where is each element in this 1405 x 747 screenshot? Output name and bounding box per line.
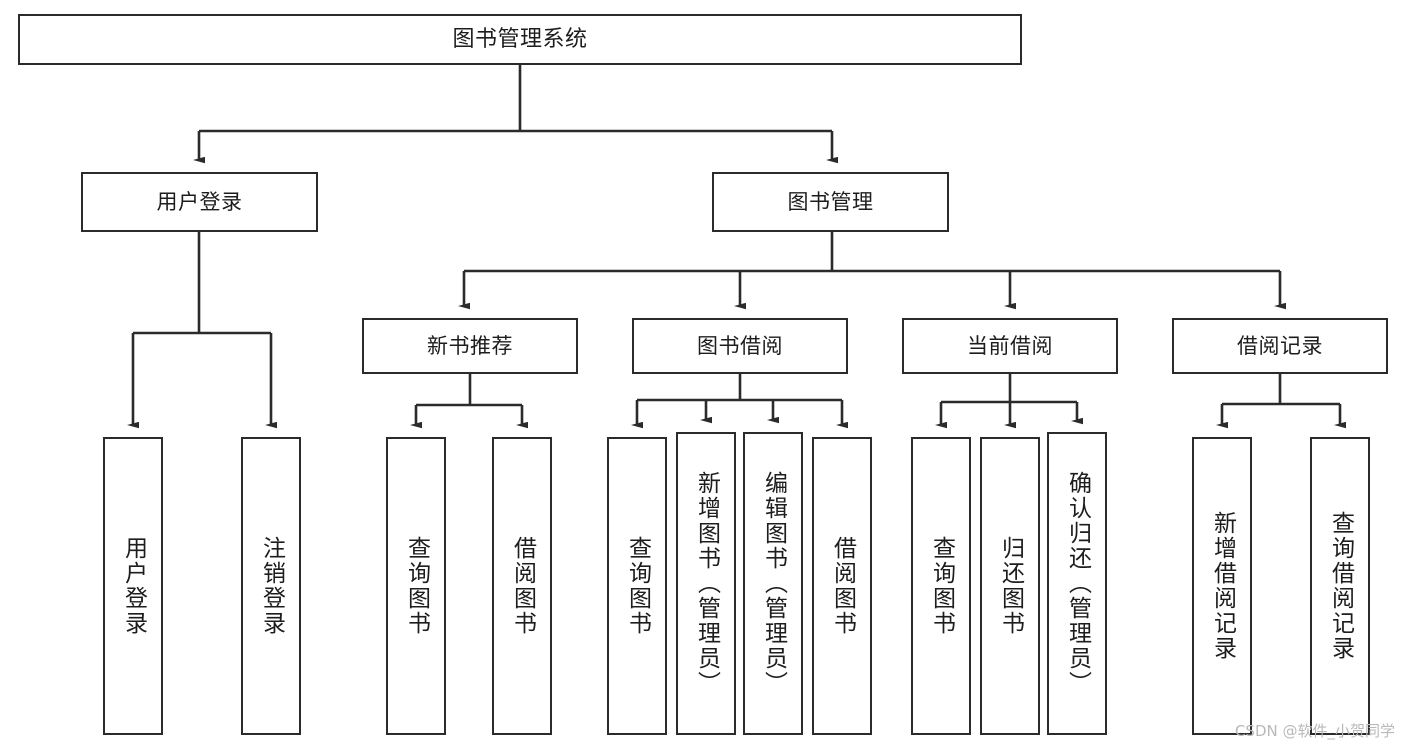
- node-label: 借阅记录: [1237, 333, 1323, 358]
- node-label: 查询图书: [928, 536, 955, 636]
- node-label: 确认归还（管理员）: [1064, 471, 1091, 696]
- node-book-manage[interactable]: 图书管理: [712, 172, 949, 232]
- node-leaf-query-record[interactable]: 查询借阅记录: [1310, 437, 1370, 735]
- node-label: 借阅图书: [829, 536, 856, 636]
- node-label: 借阅图书: [509, 536, 536, 636]
- node-label: 查询图书: [624, 536, 651, 636]
- node-leaf-logout-login[interactable]: 注销登录: [241, 437, 301, 735]
- node-leaf-edit-book[interactable]: 编辑图书（管理员）: [743, 432, 803, 735]
- node-label: 注销登录: [258, 536, 285, 636]
- node-label: 归还图书: [997, 536, 1024, 636]
- node-label: 用户登录: [120, 536, 147, 636]
- node-label: 图书管理: [787, 189, 874, 214]
- node-current-borrow[interactable]: 当前借阅: [902, 318, 1118, 374]
- node-leaf-add-book[interactable]: 新增图书（管理员）: [676, 432, 736, 735]
- node-leaf-query-book-3[interactable]: 查询图书: [911, 437, 971, 735]
- node-leaf-borrow-book-1[interactable]: 借阅图书: [492, 437, 552, 735]
- node-leaf-user-login[interactable]: 用户登录: [103, 437, 163, 735]
- node-label: 新增图书（管理员）: [693, 471, 720, 696]
- node-label: 当前借阅: [967, 333, 1053, 358]
- node-leaf-query-book-1[interactable]: 查询图书: [386, 437, 446, 735]
- node-new-book-rec[interactable]: 新书推荐: [362, 318, 578, 374]
- node-borrow-record[interactable]: 借阅记录: [1172, 318, 1388, 374]
- node-leaf-confirm-return[interactable]: 确认归还（管理员）: [1047, 432, 1107, 735]
- node-label: 新书推荐: [427, 333, 513, 358]
- node-book-borrow[interactable]: 图书借阅: [632, 318, 848, 374]
- node-leaf-add-record[interactable]: 新增借阅记录: [1192, 437, 1252, 735]
- node-leaf-query-book-2[interactable]: 查询图书: [607, 437, 667, 735]
- node-label: 编辑图书（管理员）: [760, 471, 787, 696]
- node-user-login[interactable]: 用户登录: [81, 172, 318, 232]
- node-label: 查询图书: [403, 536, 430, 636]
- node-label: 用户登录: [156, 189, 243, 214]
- node-leaf-return-book[interactable]: 归还图书: [980, 437, 1040, 735]
- node-label: 查询借阅记录: [1327, 511, 1354, 661]
- node-label: 新增借阅记录: [1209, 511, 1236, 661]
- node-root-system[interactable]: 图书管理系统: [18, 14, 1022, 65]
- csdn-watermark: CSDN @软件_小贺同学: [1234, 722, 1395, 740]
- node-leaf-borrow-book-2[interactable]: 借阅图书: [812, 437, 872, 735]
- node-label: 图书管理系统: [452, 26, 588, 52]
- node-label: 图书借阅: [697, 333, 783, 358]
